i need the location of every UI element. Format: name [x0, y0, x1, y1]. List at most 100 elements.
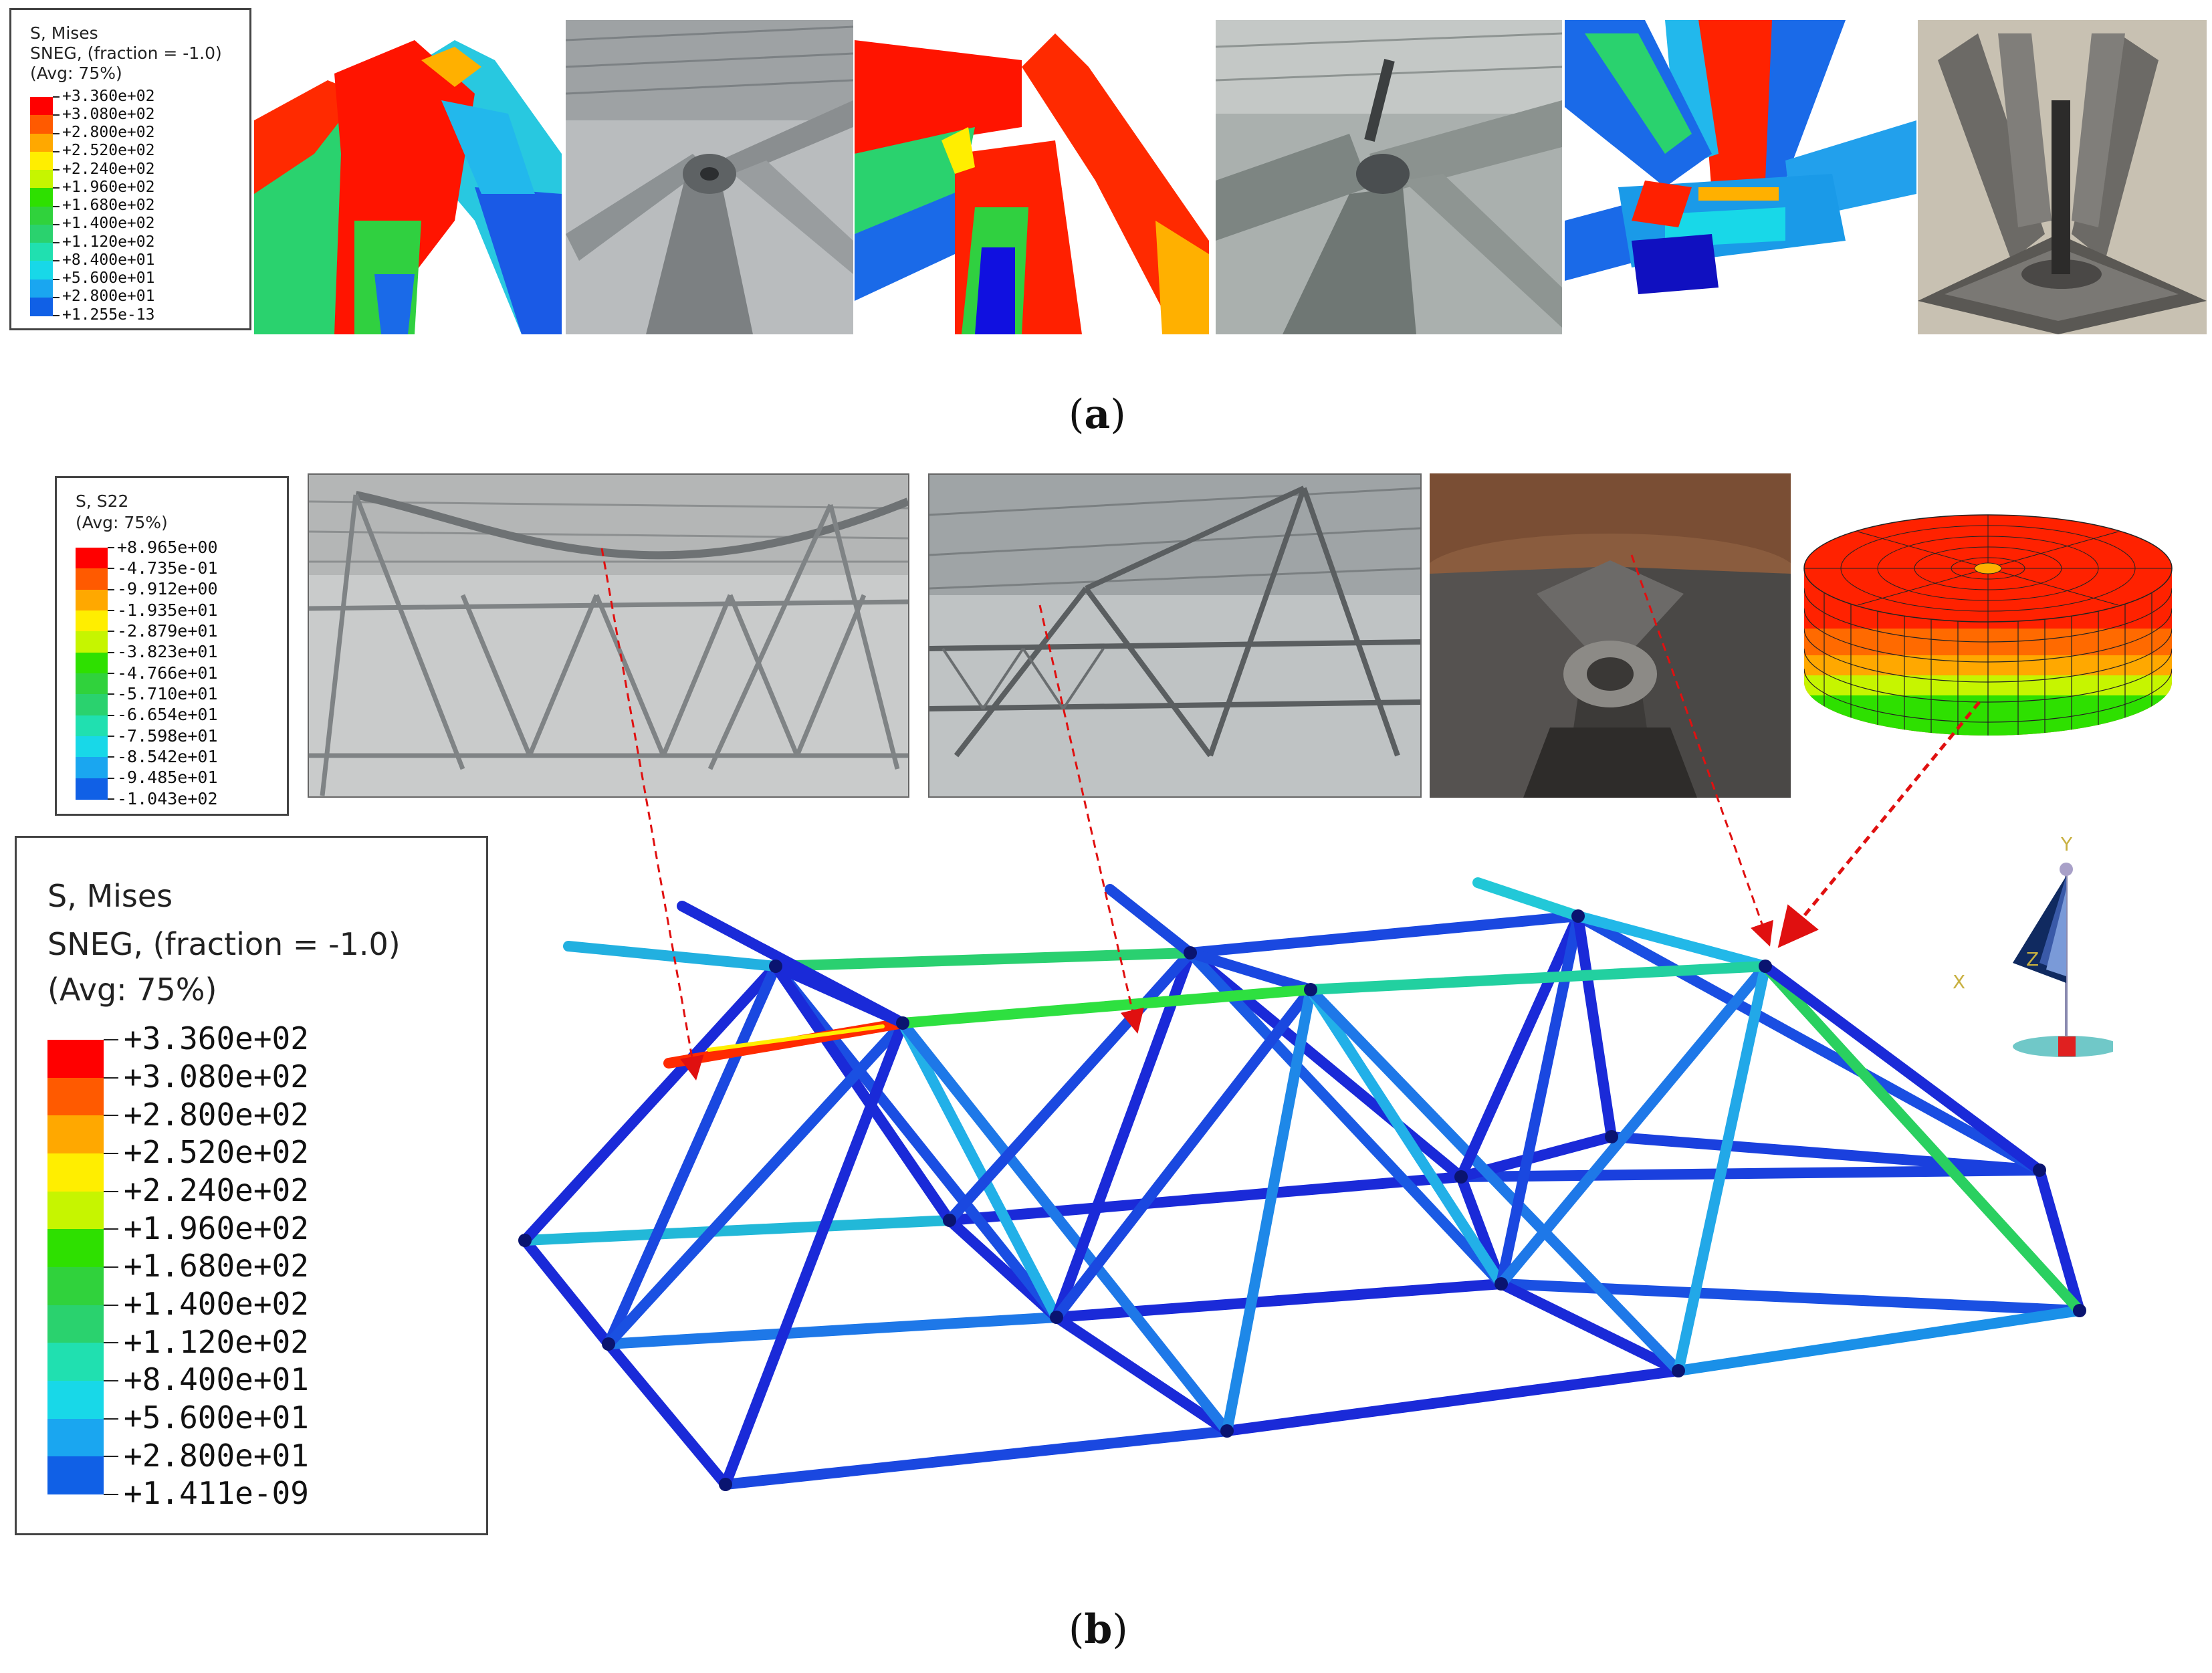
- legend-value-label: +8.965e+00: [117, 537, 218, 557]
- legend-b-large-colorbar: +3.360e+02+3.080e+02+2.800e+02+2.520e+02…: [47, 1020, 309, 1511]
- legend-value-label: -9.912e+00: [117, 579, 218, 599]
- legend-tick: [108, 756, 114, 758]
- legend-tick: [104, 1266, 118, 1268]
- legend-swatch: [30, 261, 53, 280]
- legend-swatch: [47, 1191, 104, 1230]
- legend-tick: [108, 588, 114, 590]
- legend-swatch: [47, 1305, 104, 1343]
- legend-value-label: +1.680e+02: [62, 197, 155, 215]
- legend-value-label: +1.411e-09: [124, 1475, 309, 1512]
- legend-value-label: -1.043e+02: [117, 788, 218, 808]
- legend-tick: [104, 1190, 118, 1192]
- caption-a-letter: a: [1084, 391, 1111, 438]
- legend-swatch: [47, 1456, 104, 1495]
- legend-tick: [108, 631, 114, 633]
- legend-swatch: [30, 243, 53, 261]
- photo-frame-2: [928, 473, 1422, 798]
- legend-value-label: +2.240e+02: [124, 1172, 309, 1209]
- triad-y-label: Y: [2061, 833, 2073, 855]
- legend-swatch: [76, 548, 108, 569]
- legend-b-large: S, Mises SNEG, (fraction = -1.0) (Avg: 7…: [15, 836, 488, 1535]
- legend-tick: [104, 1077, 118, 1079]
- legend-swatch: [76, 757, 108, 779]
- legend-tick: [108, 714, 114, 716]
- legend-tick: [108, 798, 114, 800]
- legend-tick: [53, 132, 60, 134]
- legend-value-label: +1.400e+02: [62, 215, 155, 233]
- legend-swatch: [47, 1153, 104, 1192]
- legend-b-large-title-1: S, Mises: [47, 878, 173, 914]
- legend-value-label: -5.710e+01: [117, 683, 218, 703]
- caption-b: (b): [1069, 1606, 1128, 1653]
- legend-value-label: +8.400e+01: [62, 251, 155, 269]
- legend-value-label: +8.400e+01: [124, 1361, 309, 1398]
- caption-a: (a): [1069, 391, 1126, 438]
- legend-tick: [53, 242, 60, 243]
- legend-tick: [53, 260, 60, 262]
- fe-space-frame-model: [508, 849, 2100, 1518]
- legend-value-label: +3.080e+02: [62, 105, 155, 123]
- legend-value-label: -4.735e-01: [117, 558, 218, 578]
- legend-swatch: [76, 778, 108, 800]
- legend-value-label: +2.520e+02: [124, 1134, 309, 1171]
- legend-value-label: +1.960e+02: [62, 178, 155, 196]
- legend-tick: [53, 187, 60, 189]
- legend-swatch: [30, 133, 53, 152]
- legend-value-label: +1.960e+02: [124, 1210, 309, 1246]
- legend-value-label: +1.400e+02: [124, 1286, 309, 1323]
- legend-value-label: +5.600e+01: [62, 269, 155, 288]
- legend-b-small-title-1: S, S22: [76, 491, 129, 511]
- legend-value-label: +2.800e+01: [62, 288, 155, 306]
- fe-cylinder-model: [1797, 495, 2179, 742]
- legend-tick: [108, 673, 114, 674]
- legend-a: S, Mises SNEG, (fraction = -1.0) (Avg: 7…: [9, 8, 251, 330]
- legend-value-label: -6.654e+01: [117, 705, 218, 725]
- legend-swatch: [30, 170, 53, 189]
- legend-swatch: [47, 1115, 104, 1154]
- legend-value-label: +5.600e+01: [124, 1400, 309, 1436]
- legend-tick: [104, 1342, 118, 1344]
- legend-tick: [108, 777, 114, 779]
- legend-a-title-3: (Avg: 75%): [30, 64, 122, 83]
- legend-tick: [104, 1380, 118, 1381]
- legend-swatch: [30, 279, 53, 298]
- fe-joint-view-1: [254, 20, 563, 334]
- legend-tick: [104, 1115, 118, 1117]
- photo-joint-2: [1216, 20, 1562, 334]
- legend-tick: [53, 205, 60, 207]
- legend-value-label: +1.120e+02: [124, 1323, 309, 1360]
- legend-value-label: +2.800e+02: [124, 1096, 309, 1133]
- photo-frame-1: [308, 473, 909, 798]
- legend-tick: [53, 169, 60, 171]
- legend-b-small: S, S22 (Avg: 75%) +8.965e+00-4.735e-01-9…: [55, 476, 289, 816]
- legend-tick: [108, 693, 114, 695]
- legend-value-label: -3.823e+01: [117, 642, 218, 662]
- legend-value-label: -8.542e+01: [117, 746, 218, 766]
- legend-value-label: +3.080e+02: [124, 1058, 309, 1095]
- legend-tick: [53, 278, 60, 280]
- legend-b-large-title-3: (Avg: 75%): [47, 972, 217, 1008]
- legend-value-label: -2.879e+01: [117, 621, 218, 641]
- legend-value-label: +1.680e+02: [124, 1248, 309, 1285]
- legend-swatch: [30, 151, 53, 171]
- legend-swatch: [30, 206, 53, 225]
- legend-value-label: +2.520e+02: [62, 142, 155, 160]
- photo-joint-closeup: [1430, 473, 1791, 798]
- legend-swatch: [47, 1077, 104, 1116]
- triad-z-label: Z: [2026, 948, 2039, 970]
- legend-swatch: [76, 589, 108, 611]
- legend-swatch: [76, 568, 108, 590]
- legend-value-label: +2.800e+01: [124, 1437, 309, 1474]
- legend-swatch: [30, 97, 53, 116]
- legend-value-label: -4.766e+01: [117, 663, 218, 683]
- legend-swatch: [76, 715, 108, 737]
- legend-swatch: [76, 673, 108, 695]
- fe-joint-view-3: [1565, 20, 1916, 328]
- legend-swatch: [30, 224, 53, 243]
- legend-tick: [104, 1153, 118, 1154]
- legend-swatch: [47, 1229, 104, 1268]
- axis-triad: Y X Z: [1939, 829, 2120, 1083]
- legend-b-large-title-2: SNEG, (fraction = -1.0): [47, 926, 401, 962]
- legend-value-label: +3.360e+02: [62, 87, 155, 105]
- photo-joint-1: [566, 20, 853, 334]
